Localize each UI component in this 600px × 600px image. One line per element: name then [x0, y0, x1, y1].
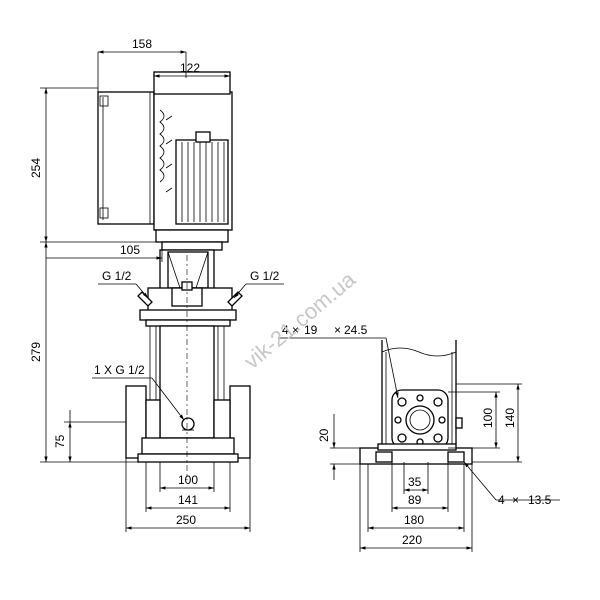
- base-dim-35: 35: [408, 475, 422, 489]
- dim-158: 158: [132, 37, 152, 51]
- conn-left-label: G 1/2: [102, 269, 132, 283]
- pump-side-view: [359, 340, 473, 465]
- holes-13-dia: 13.5: [528, 493, 552, 507]
- drain-label: 1 X G 1/2: [94, 363, 145, 377]
- flange-dim-140: 140: [503, 408, 517, 428]
- dim-254: 254: [29, 158, 43, 178]
- dim-122: 122: [180, 61, 200, 75]
- holes-19-len: 24.5: [344, 323, 368, 337]
- base-dim-20: 20: [317, 428, 331, 442]
- holes-19-x: ×: [292, 323, 299, 337]
- base-dim-180: 180: [404, 513, 424, 527]
- holes-13-count: 4: [498, 493, 505, 507]
- base-dim-220: 220: [402, 533, 422, 547]
- holes-19-x2: ×: [334, 323, 341, 337]
- dim-100: 100: [178, 473, 198, 487]
- dim-279: 279: [29, 342, 43, 362]
- flange-dim-100: 100: [481, 408, 495, 428]
- dim-250: 250: [176, 513, 196, 527]
- side-view-dimensions: 4 × 19 × 24.5 100 140 20 35 89 4 ×: [278, 323, 560, 552]
- dim-105: 105: [120, 243, 140, 257]
- conn-right-label: G 1/2: [250, 269, 280, 283]
- holes-19-dia: 19: [304, 323, 318, 337]
- holes-13-x: ×: [512, 493, 519, 507]
- dim-141: 141: [178, 493, 198, 507]
- motor-front-view: [97, 71, 233, 251]
- pump-front-view: [125, 249, 251, 463]
- front-view-dimensions: 158 122 254 105 G 1/2 G 1/2 279 1 X G 1/…: [29, 37, 284, 532]
- holes-19-count: 4: [282, 323, 289, 337]
- dim-75: 75: [53, 434, 67, 448]
- base-dim-89: 89: [408, 493, 422, 507]
